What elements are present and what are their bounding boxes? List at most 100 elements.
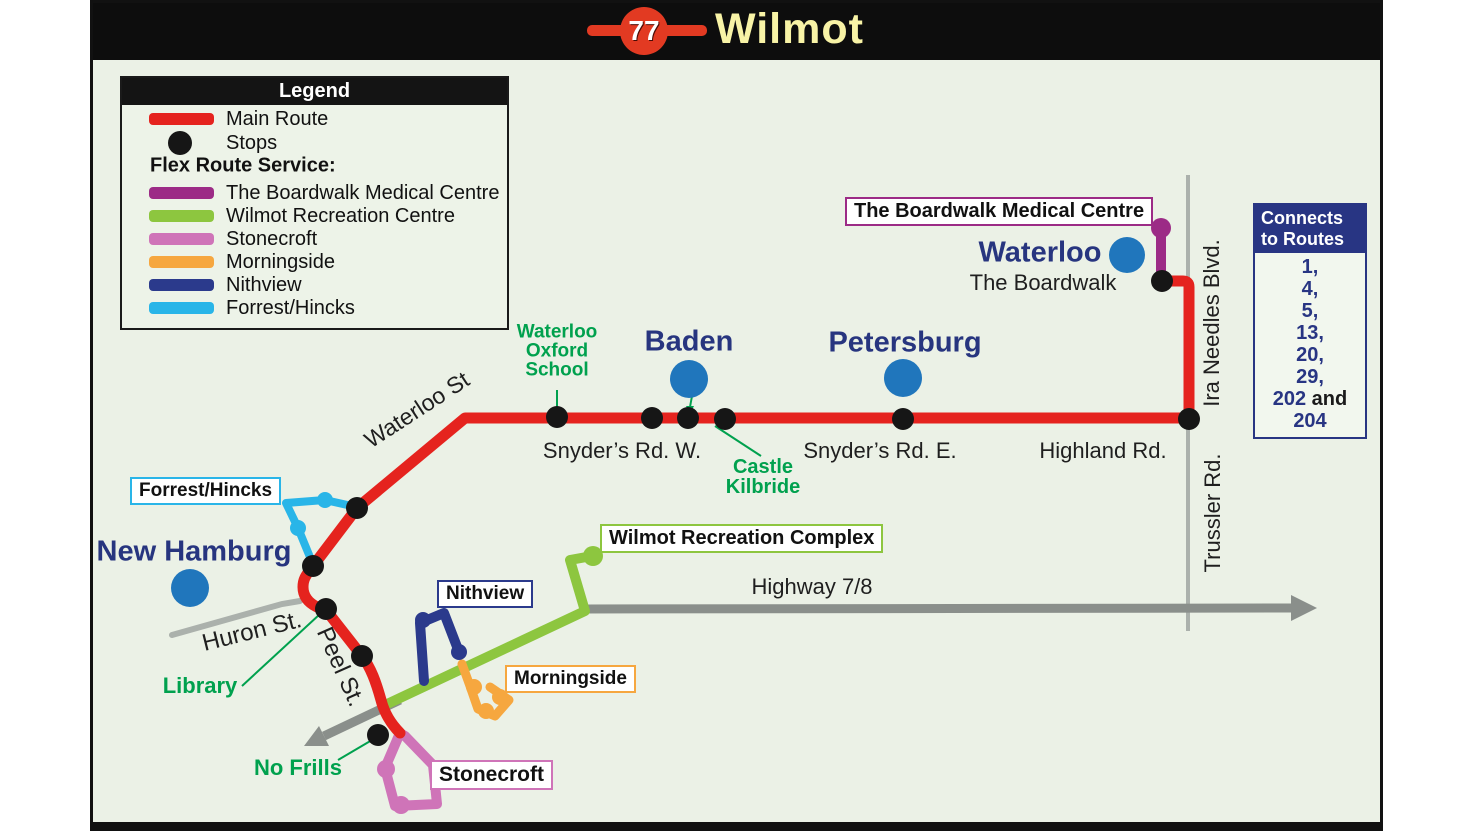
connects-to-routes-box: Connects to Routes 1, 4, 5, 13, 20, 29, … [1253,203,1367,439]
connect-route-202: 202 [1272,388,1307,410]
flex-route-forrest-hincks [282,496,356,566]
connects-title: Connects to Routes [1255,205,1365,253]
forrest-dot [317,492,333,508]
connect-route: 13, [1296,322,1324,344]
stop-label-the-boardwalk: The Boardwalk [969,270,1117,295]
city-label-new-hamburg: New Hamburg [96,535,292,568]
poi-label-no-frills: No Frills [253,755,343,780]
flex-label-wilmot-rec-complex: Wilmot Recreation Complex [600,524,884,553]
stop-the-boardwalk [1151,270,1173,292]
connect-route: 29, [1296,366,1324,388]
road-label-ira-needles: Ira Needles Blvd. [1199,239,1224,407]
flex-route-nithview [415,608,464,686]
route-map-frame: 77 Wilmot [90,0,1383,831]
morningside-dot [492,689,508,705]
boardwalk-dot [1151,218,1171,238]
stop-forrest-hincks-s [302,555,324,577]
legend-swatch-stonecroft [149,233,214,245]
flex-label-stonecroft: Stonecroft [430,760,553,790]
flex-label-nithview: Nithview [437,580,534,608]
flex-stop-dots [290,218,1171,814]
city-marker-baden [670,360,708,398]
legend-label-forrest: Forrest/Hincks [226,297,355,319]
wilmot-rec-dot [583,546,603,566]
city-markers [171,237,1145,607]
connect-and-word: and [1306,388,1348,410]
road-huron-line [169,598,303,638]
map-canvas: Waterloo St Snyder’s Rd. W. Snyder’s Rd.… [93,60,1380,822]
pointer-baden [689,395,693,408]
legend-title: Legend [122,78,507,105]
road-label-highway: Highway 7/8 [751,574,873,599]
stop-baden [677,407,699,429]
legend-swatch-boardwalk [149,187,214,199]
legend-swatch-nithview [149,279,214,291]
route-title: Wilmot [715,5,864,53]
map-header: 77 Wilmot [93,3,1380,60]
morningside-dot [466,679,482,695]
flex-route-wilmot-rec [378,551,597,711]
road-label-highland: Highland Rd. [1039,438,1167,463]
legend-swatch-main-route [149,113,214,125]
forrest-dot [290,520,306,536]
road-highway-line [584,603,1296,614]
road-highway-arrowhead [1291,595,1317,621]
connect-route: 4, [1301,278,1319,300]
stonecroft-dot [392,796,410,814]
city-marker-waterloo [1109,237,1145,273]
connect-route-202-and: 202 and [1255,388,1365,410]
stop-forrest-hincks-n [346,497,368,519]
road-label-snyders-w: Snyder’s Rd. W. [542,438,702,463]
pointer-no-frills [337,739,373,761]
road-highway-sw-arrowhead [304,726,329,746]
bus-stops [302,270,1200,746]
pointer-castle-kilbride [714,425,762,457]
city-label-waterloo: Waterloo [978,236,1102,269]
nithview-dot [415,612,431,628]
stop-highland-rd [1178,408,1200,430]
legend-label-nithview: Nithview [226,274,302,296]
poi-label-library: Library [162,673,238,698]
city-marker-new-hamburg [171,569,209,607]
route-number: 77 [628,15,660,46]
stop-petersburg [892,408,914,430]
connect-route: 5, [1301,300,1319,322]
stop-baden-west [641,407,663,429]
legend-label-stops: Stops [226,132,278,154]
connect-route: 1, [1301,256,1319,278]
pointer-library [241,613,321,687]
legend-flex-title: Flex Route Service: [150,154,336,177]
legend-swatch-wilmot-rec [149,210,214,222]
legend-stop-dot [168,131,192,155]
city-marker-petersburg [884,359,922,397]
flex-label-boardwalk-medical: The Boardwalk Medical Centre [845,197,1154,226]
poi-label-castle-kilbride: Castle Kilbride [725,456,801,498]
flex-label-morningside: Morningside [505,665,636,693]
legend-label-boardwalk: The Boardwalk Medical Centre [226,182,500,204]
stop-waterloo-oxford [546,406,568,428]
route-map-svg [169,175,1317,814]
connect-route: 20, [1296,344,1324,366]
flex-label-forrest-hincks: Forrest/Hincks [130,477,282,505]
legend-label-morningside: Morningside [226,251,335,273]
road-label-trussler: Trussler Rd. [1200,453,1225,573]
route-number-badge: 77 [620,7,668,55]
stop-no-frills [367,724,389,746]
main-route-line [297,275,1195,739]
stop-library [315,598,337,620]
legend-label-wilmot-rec: Wilmot Recreation Centre [226,205,455,227]
poi-label-waterloo-oxford-school: Waterloo Oxford School [516,321,598,381]
nithview-dot [451,644,467,660]
stonecroft-dot [377,760,395,778]
city-label-petersburg: Petersburg [828,326,982,359]
legend-swatch-morningside [149,256,214,268]
city-label-baden: Baden [644,325,734,358]
road-label-snyders-e: Snyder’s Rd. E. [803,438,957,463]
connect-route-204: 204 [1293,410,1327,432]
morningside-dot [478,703,494,719]
legend-label-main-route: Main Route [226,108,329,130]
stop-baden-east [714,408,736,430]
legend: Legend Main Route Stops Flex Route Servi… [120,76,509,330]
legend-label-stonecroft: Stonecroft [226,228,318,250]
